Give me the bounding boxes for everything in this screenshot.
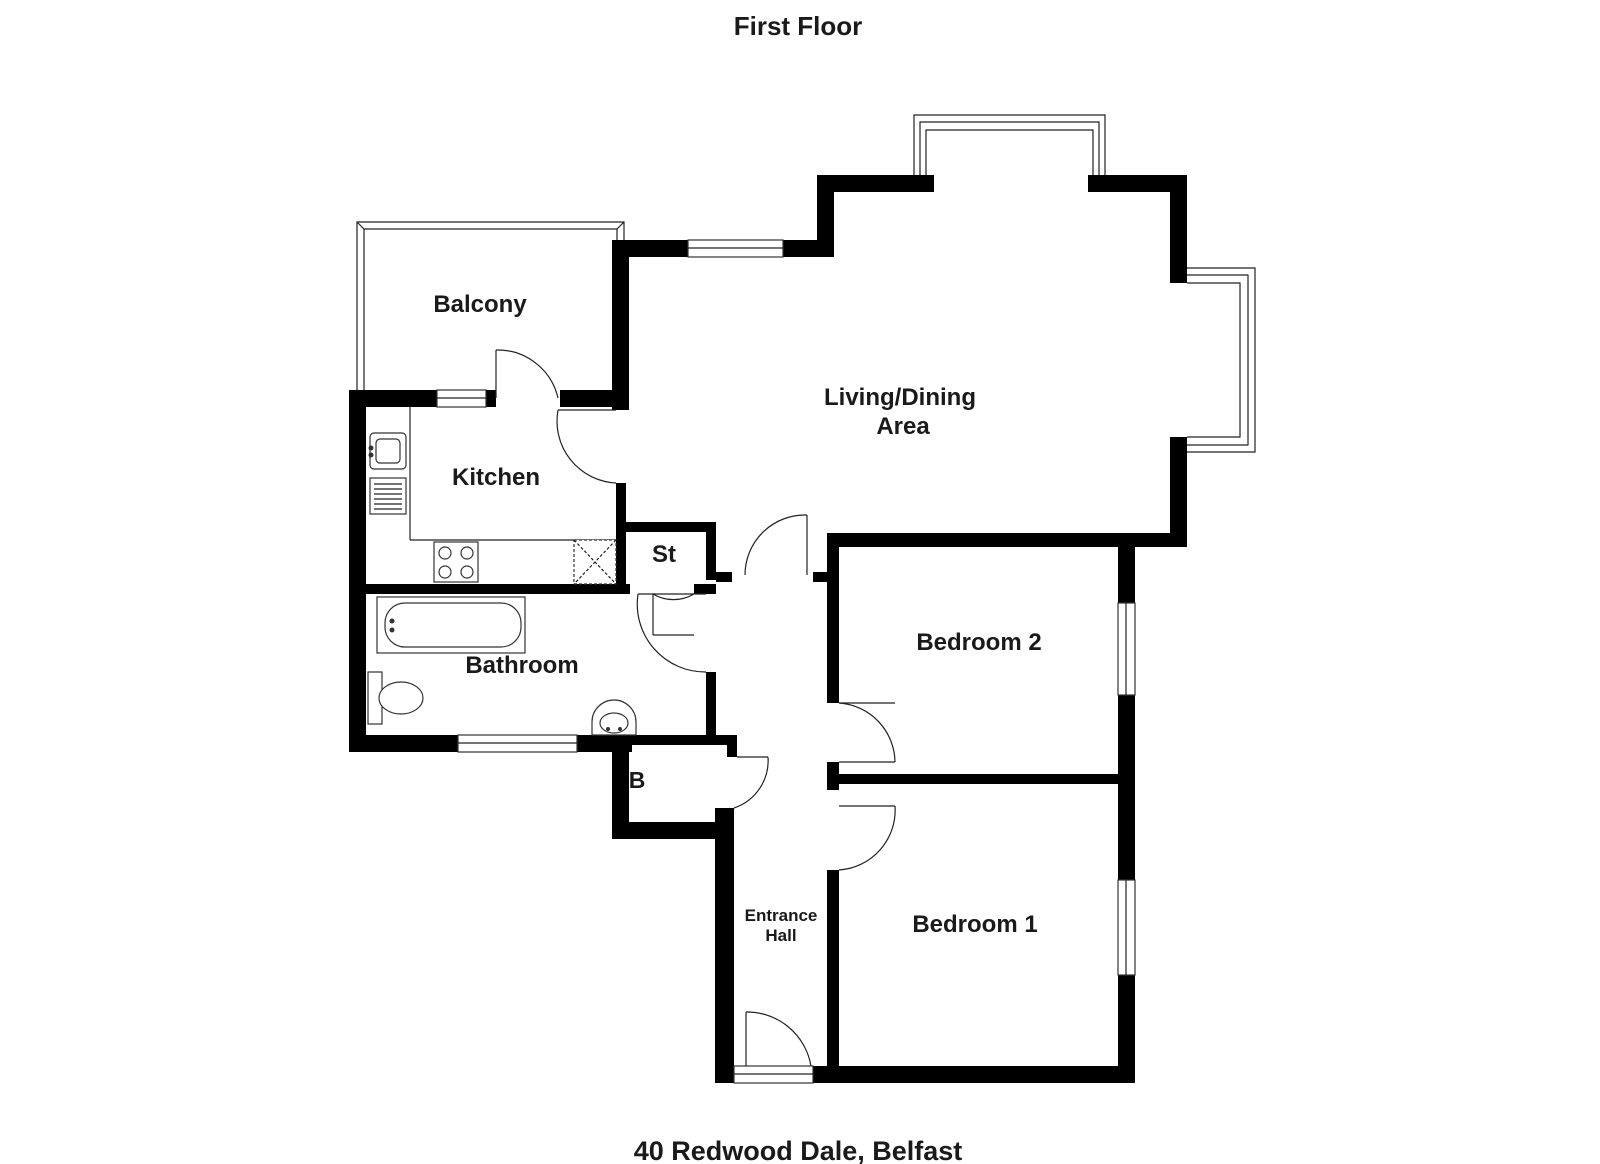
label-bedroom-2: Bedroom 2 xyxy=(916,629,1041,656)
property-address: 40 Redwood Dale, Belfast xyxy=(634,1136,963,1164)
label-living-line1: Living/Dining xyxy=(824,384,976,411)
walls xyxy=(349,175,1187,1083)
label-store: St xyxy=(652,541,676,568)
label-hall-line1: Entrance xyxy=(745,906,818,925)
kitchen-fixtures xyxy=(368,407,617,585)
doors xyxy=(495,349,896,1067)
bay-window-top xyxy=(913,114,1106,177)
drainer-lines xyxy=(374,483,402,510)
bay-window-right xyxy=(1187,267,1256,453)
label-balcony: Balcony xyxy=(433,291,527,318)
bathroom-fixtures xyxy=(367,596,637,736)
floor-title: First Floor xyxy=(734,11,863,41)
label-living-line2: Area xyxy=(876,413,930,440)
label-kitchen: Kitchen xyxy=(452,464,540,491)
label-boiler: B xyxy=(629,767,646,793)
label-bedroom-1: Bedroom 1 xyxy=(912,911,1037,938)
windows xyxy=(436,239,1136,1084)
label-bathroom: Bathroom xyxy=(465,652,578,679)
label-hall-line2: Hall xyxy=(765,926,796,945)
balcony xyxy=(356,221,625,390)
